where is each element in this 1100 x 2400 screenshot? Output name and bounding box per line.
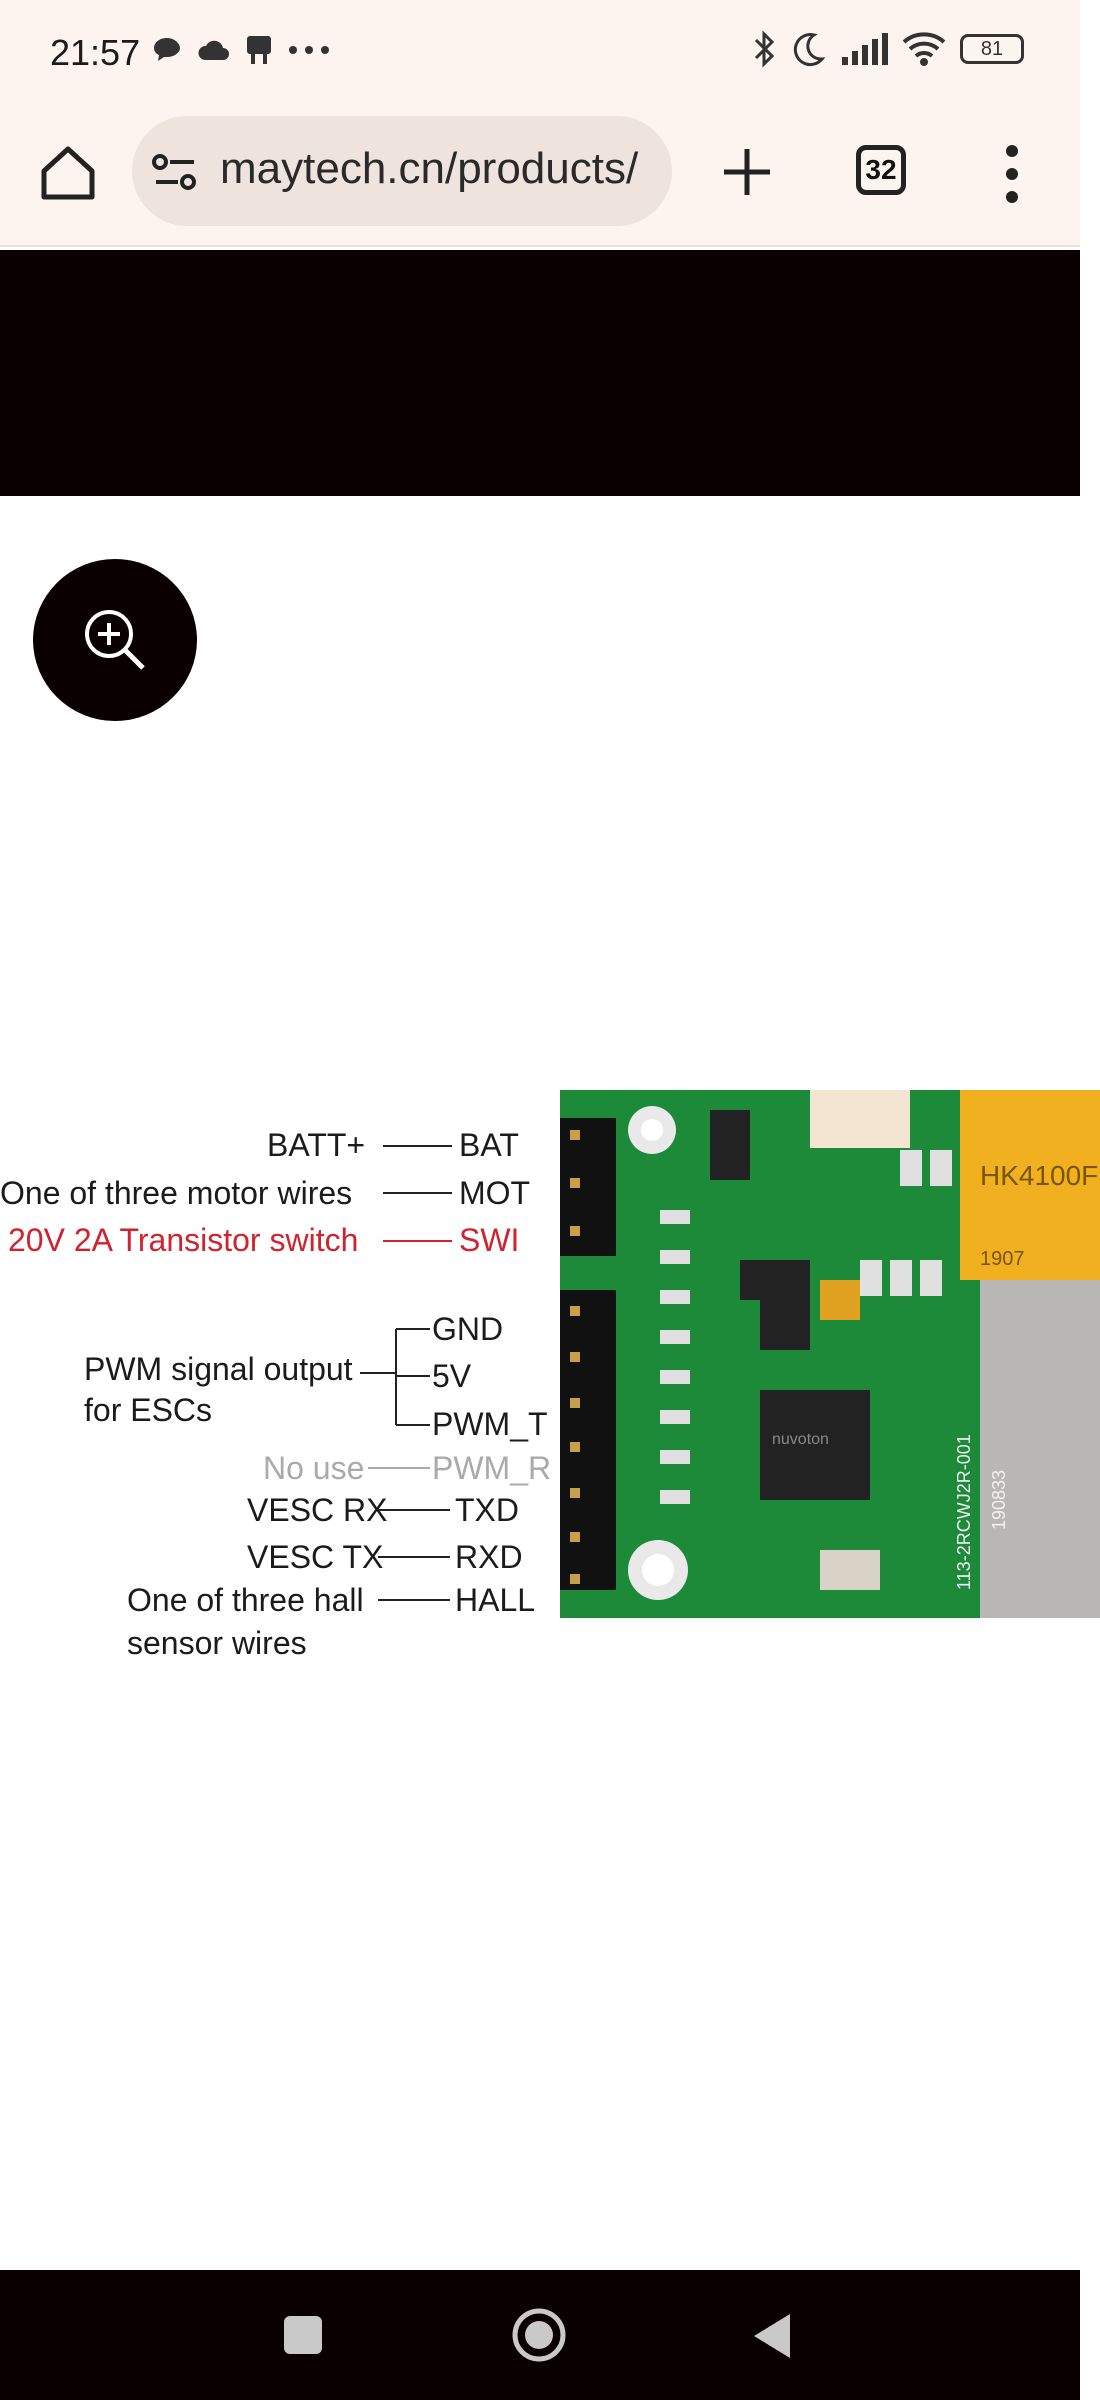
url-bar[interactable]: maytech.cn/products/ <box>132 116 672 226</box>
label-txd: TXD <box>455 1492 519 1528</box>
label-no-use: No use <box>263 1450 365 1486</box>
browser-toolbar: maytech.cn/products/ 32 <box>0 105 1080 247</box>
wifi-icon <box>902 32 946 66</box>
site-settings-icon[interactable] <box>152 150 198 194</box>
label-for-escs: for ESCs <box>84 1392 213 1428</box>
battery-icon: 81 <box>960 34 1024 64</box>
zoom-in-icon <box>85 610 145 670</box>
battery-level: 81 <box>980 37 1004 60</box>
label-pwm-output: PWM signal output <box>84 1351 353 1387</box>
new-tab-icon[interactable] <box>716 141 778 203</box>
back-button[interactable] <box>750 2312 792 2360</box>
chat-bubble-icon <box>154 38 180 61</box>
pcb-date: 190833 <box>989 1470 1009 1530</box>
label-5v: 5V <box>432 1358 472 1394</box>
more-dots-icon <box>289 46 329 54</box>
relay-label: HK4100F <box>980 1160 1098 1191</box>
home-icon[interactable] <box>36 141 100 205</box>
dnd-moon-icon <box>793 33 826 67</box>
label-gnd: GND <box>432 1311 504 1347</box>
label-pwm-t: PWM_T <box>432 1406 548 1442</box>
zoom-button[interactable] <box>33 559 197 721</box>
label-mot: MOT <box>459 1175 531 1211</box>
pcb-graphic: HK4100F 1907 nuvoton 113-2RCWJ2R-001 190… <box>560 1090 1100 1618</box>
label-pwm-r: PWM_R <box>432 1450 552 1486</box>
cloud-icon <box>198 40 229 60</box>
label-hall: HALL <box>455 1582 536 1618</box>
status-bar: 21:57 81 <box>0 0 1080 105</box>
bluetooth-icon <box>754 30 775 68</box>
label-sensor-wires: sensor wires <box>127 1625 307 1661</box>
pcb-board: HK4100F 1907 nuvoton 113-2RCWJ2R-001 190… <box>560 1090 1100 1618</box>
relay-year: 1907 <box>980 1248 1025 1270</box>
label-batt-plus: BATT+ <box>267 1127 366 1163</box>
label-vesc-rx: VESC RX <box>247 1492 388 1528</box>
label-hall-sensor: One of three hall <box>127 1582 364 1618</box>
page-banner <box>0 250 1080 496</box>
label-vesc-tx: VESC TX <box>247 1539 384 1575</box>
flag-icon <box>247 36 271 64</box>
pcb-code: 113-2RCWJ2R-001 <box>954 1434 974 1590</box>
status-right-icons: 81 <box>752 30 1024 68</box>
label-bat: BAT <box>459 1127 519 1163</box>
label-motor-wires: One of three motor wires <box>0 1175 353 1211</box>
recents-button[interactable] <box>284 2316 322 2354</box>
connector-lines <box>360 1145 452 1601</box>
status-left-icons <box>152 34 330 66</box>
chip-label: nuvoton <box>772 1431 829 1448</box>
home-button[interactable] <box>512 2308 566 2362</box>
menu-icon[interactable] <box>1000 143 1024 205</box>
tab-switcher-button[interactable]: 32 <box>856 145 906 195</box>
signal-icon <box>842 33 888 65</box>
label-transistor-switch: 20V 2A Transistor switch <box>8 1222 359 1258</box>
status-time: 21:57 <box>50 32 141 73</box>
label-rxd: RXD <box>455 1539 523 1575</box>
system-nav-bar <box>0 2270 1080 2400</box>
label-swi: SWI <box>459 1222 520 1258</box>
url-text[interactable]: maytech.cn/products/ <box>220 144 639 193</box>
